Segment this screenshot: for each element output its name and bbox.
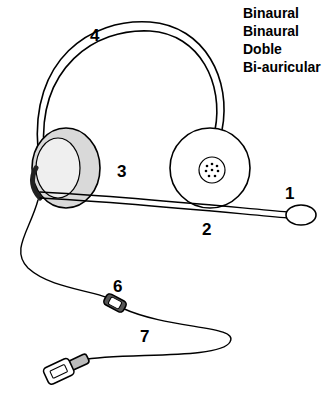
- mic-boom: [40, 192, 288, 212]
- cord: [21, 200, 108, 298]
- microphone: [286, 205, 316, 225]
- callout-number: 7: [140, 328, 149, 345]
- mic-boom: [40, 198, 288, 218]
- cord-exit: [33, 168, 40, 198]
- right-earpiece: [170, 128, 250, 208]
- callout-number: 1: [285, 185, 294, 202]
- speaker-grille: [199, 157, 225, 183]
- language-label: Doble: [243, 42, 282, 56]
- quick-disconnect-plug: [42, 350, 91, 386]
- left-earcup: [32, 128, 100, 208]
- callout-number: 6: [113, 278, 122, 295]
- earcup-cushion: [36, 138, 80, 198]
- cord: [82, 308, 231, 360]
- callout-number: 2: [202, 221, 211, 238]
- language-label: Bi-auricular: [243, 60, 321, 74]
- language-label: Binaural: [243, 6, 299, 20]
- language-label: Binaural: [243, 24, 299, 38]
- clothing-clip: [102, 293, 127, 314]
- callout-number: 3: [117, 163, 126, 180]
- callout-number: 4: [90, 27, 99, 44]
